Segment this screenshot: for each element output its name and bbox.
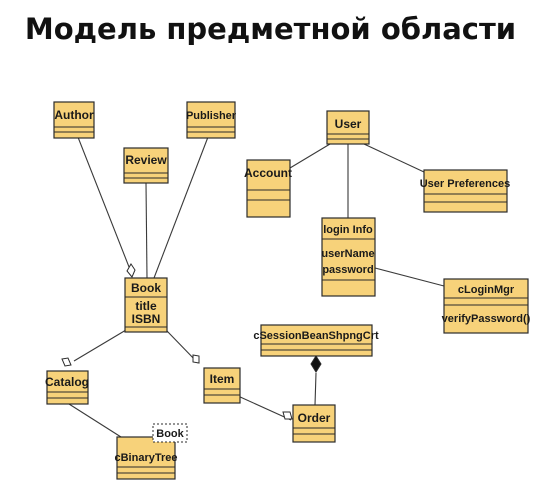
class-catalog[interactable]: Catalog	[45, 370, 89, 405]
review-book-link	[145, 182, 148, 279]
composition-diamond-csession	[310, 355, 322, 373]
class-account[interactable]: Account	[244, 159, 292, 218]
aggregation-diamond-order-item	[282, 411, 293, 420]
class-user[interactable]: User	[326, 110, 370, 145]
class-book-attr-title: title	[135, 299, 157, 313]
class-account-name: Account	[244, 166, 292, 180]
page-title: Модель предметной области	[24, 12, 517, 46]
class-publisher[interactable]: Publisher	[186, 101, 237, 139]
class-cbinarytree[interactable]: cBinaryTree	[115, 436, 178, 480]
catalog-cbinarytree-link	[68, 403, 122, 438]
class-author-name: Author	[54, 108, 94, 122]
publisher-book-link	[153, 136, 209, 279]
class-cloginmgr[interactable]: cLoginMgr verifyPassword()	[442, 278, 531, 334]
aggregation-diamond-book-author	[126, 263, 136, 278]
aggregation-diamond-book-item	[192, 354, 200, 364]
book-catalog-link	[73, 329, 127, 362]
class-csession-bean-name: cSessionBeanShpngCrt	[253, 330, 379, 342]
class-cbinarytree-name: cBinaryTree	[115, 452, 178, 464]
relationship-markers	[61, 263, 322, 420]
class-review-name: Review	[125, 153, 167, 167]
author-book-link	[73, 126, 132, 273]
class-author[interactable]: Author	[53, 101, 95, 139]
user-preferences-link	[363, 143, 425, 173]
item-order-link	[237, 395, 292, 421]
class-cloginmgr-op-verifypassword: verifyPassword()	[442, 313, 531, 325]
class-book-attr-isbn: ISBN	[132, 312, 161, 326]
class-order[interactable]: Order	[292, 404, 336, 443]
connectors	[68, 126, 445, 438]
class-user-preferences[interactable]: User Preferences	[420, 169, 511, 213]
class-user-name: User	[335, 117, 362, 131]
class-book[interactable]: Book title ISBN	[124, 277, 168, 333]
cbinarytree-template-param-label: Book	[156, 428, 184, 440]
aggregation-diamond-book-catalog	[61, 357, 72, 367]
logininfo-cloginmgr-link	[374, 267, 445, 287]
class-user-preferences-name: User Preferences	[420, 178, 511, 190]
class-catalog-name: Catalog	[45, 375, 89, 389]
class-login-info-attr-password: password	[322, 264, 373, 276]
class-publisher-name: Publisher	[186, 110, 237, 122]
class-order-name: Order	[298, 411, 331, 425]
csession-order-link	[314, 372, 317, 406]
class-book-name: Book	[131, 281, 161, 295]
class-login-info[interactable]: login Info userName password	[321, 217, 376, 297]
class-csession-bean[interactable]: cSessionBeanShpngCrt	[253, 324, 379, 357]
class-login-info-attr-username: userName	[321, 248, 374, 260]
class-item-name: Item	[210, 372, 235, 386]
class-review[interactable]: Review	[123, 147, 169, 184]
class-item[interactable]: Item	[203, 367, 241, 404]
class-login-info-name: login Info	[323, 224, 373, 236]
cbinarytree-template-param: Book	[152, 423, 188, 443]
class-cloginmgr-name: cLoginMgr	[458, 284, 515, 296]
user-account-link	[289, 143, 331, 169]
